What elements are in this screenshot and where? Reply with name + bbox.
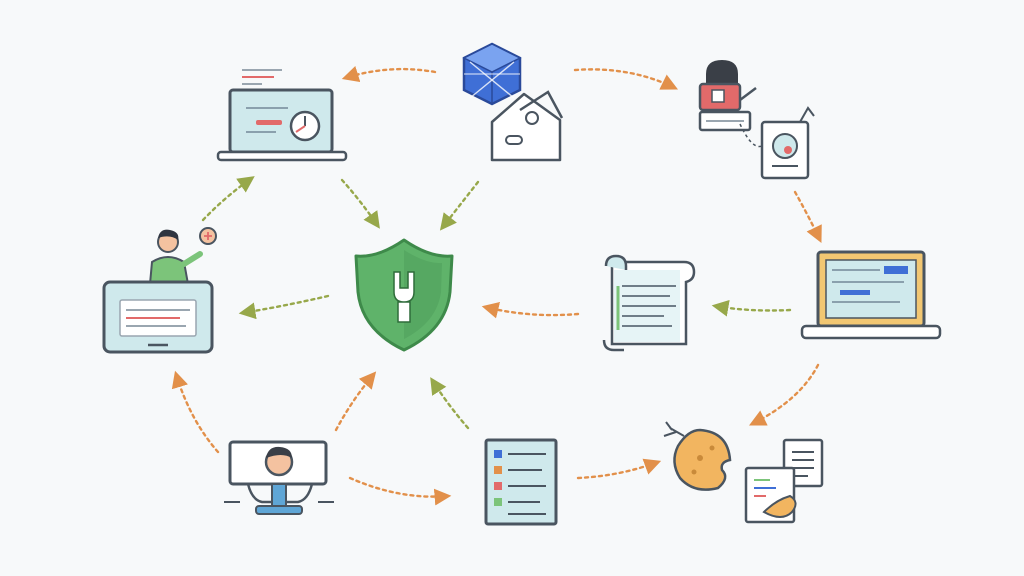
top-left-laptop-node: [216, 69, 348, 162]
arrow-cube-to-user-card: [573, 68, 679, 90]
arrow-shield-to-left-laptop: [238, 294, 330, 320]
text-lines-icon: [242, 69, 282, 85]
checklist-icon: [484, 438, 558, 526]
person-laptop-icon: [102, 227, 217, 354]
cube-tag-node: [462, 42, 564, 162]
scroll-icon: [602, 254, 696, 352]
laptop-document-icon: [800, 250, 942, 340]
monitor-avatar-icon: [224, 440, 334, 515]
arrow-right-laptop-to-ball: [748, 363, 820, 426]
arrow-cube-to-shield: [439, 180, 480, 231]
left-person-laptop-node: [102, 227, 217, 354]
arrow-monitor-to-checklist: [348, 476, 452, 506]
arrow-cube-to-top-left-laptop: [341, 65, 437, 83]
orange-ball-node: [663, 421, 824, 524]
arrow-top-left-laptop-to-shield: [340, 178, 380, 229]
folder-chart-icon: [744, 466, 797, 524]
arrow-monitor-to-left-laptop: [171, 370, 220, 454]
arrow-user-card-to-right-laptop: [793, 190, 822, 244]
checklist-document-node: [484, 438, 558, 526]
arrow-scroll-to-shield: [481, 302, 580, 319]
arrow-checklist-to-shield: [430, 377, 470, 430]
shield-icon: [354, 238, 454, 352]
price-tag-icon: [490, 90, 564, 162]
user-id-card-icon: [698, 60, 763, 148]
arrow-right-laptop-to-scroll: [711, 299, 792, 317]
top-right-user-card-node: [698, 60, 815, 180]
monitor-user-node: [224, 440, 334, 515]
scroll-document-node: [602, 254, 696, 352]
orange-ball-icon: [663, 421, 732, 491]
arrow-monitor-to-shield: [334, 371, 377, 432]
id-badge-icon: [760, 106, 815, 180]
arrow-left-laptop-to-top-left-laptop: [201, 176, 255, 222]
central-shield-node: [354, 238, 454, 352]
right-laptop-node: [800, 250, 942, 340]
blue-cube-icon: [462, 42, 522, 106]
laptop-clock-icon: [216, 88, 348, 162]
arrow-checklist-to-ball: [576, 458, 662, 480]
